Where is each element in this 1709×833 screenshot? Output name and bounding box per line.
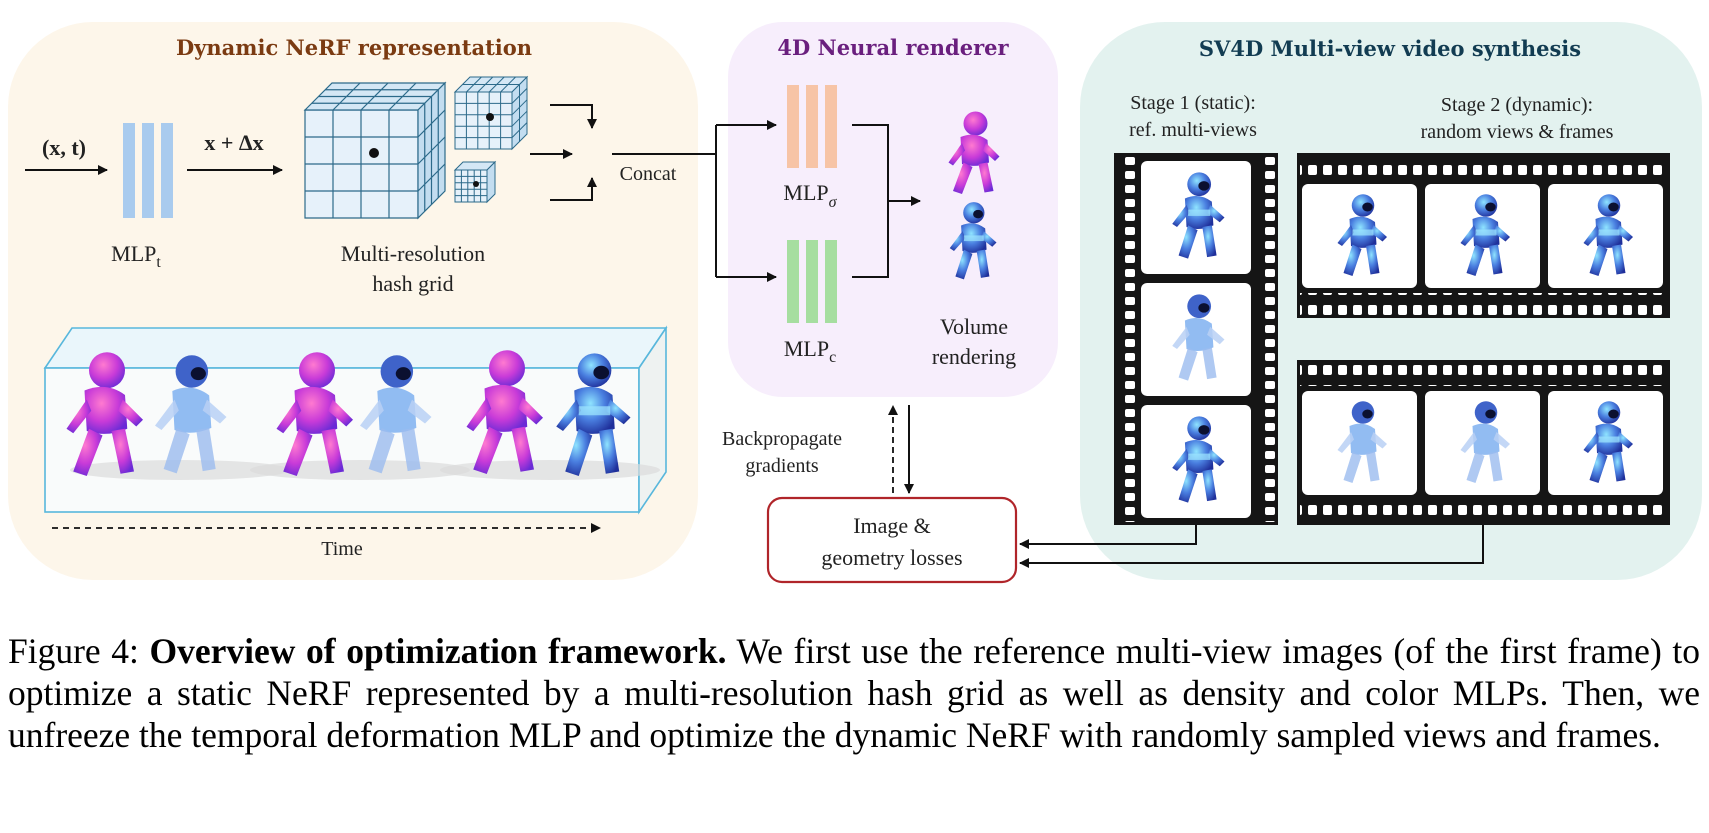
stage1-to-loss-arrow — [1019, 525, 1197, 549]
framework-diagram: Dynamic NeRF representation 4D Neural re… — [8, 22, 1702, 584]
concat-label: Concat — [620, 163, 677, 185]
backprop-label-1: Backpropagate — [722, 428, 842, 450]
losses-label-1: Image & — [853, 513, 931, 538]
stage2-film-strip-bottom — [1297, 360, 1670, 525]
mlp-c-label: MLPc — [784, 336, 836, 366]
losses-box — [766, 496, 1018, 584]
hash-grid-label-1: Multi-resolution — [341, 241, 485, 266]
mlp-c-bars — [787, 240, 837, 323]
stage2-film-strip-top — [1297, 153, 1670, 318]
caption-bold: Overview of optimization framework. — [149, 631, 727, 671]
mlp-t-label: MLPt — [111, 241, 161, 271]
renderer-title: 4D Neural renderer — [777, 35, 1009, 60]
backprop-label-2: gradients — [745, 455, 819, 477]
grid-arrow-top — [550, 104, 597, 129]
stage1-film-strip — [1114, 153, 1278, 525]
mlp-t-bars — [123, 123, 173, 218]
renderer-panel — [728, 22, 1058, 397]
mlp-sigma-label: MLPσ — [783, 180, 837, 211]
volume-label-2: rendering — [932, 344, 1016, 369]
stage2-label-1: Stage 2 (dynamic): — [1441, 94, 1593, 116]
hash-grid-medium — [453, 75, 529, 151]
sv4d-title: SV4D Multi-view video synthesis — [1199, 36, 1581, 61]
offset-label: x + Δx — [204, 130, 263, 155]
stage2-to-loss-arrow — [1019, 525, 1484, 568]
nerf-title: Dynamic NeRF representation — [176, 35, 532, 60]
time-label: Time — [321, 538, 363, 560]
input-label: (x, t) — [42, 135, 86, 160]
stage1-label-2: ref. multi-views — [1129, 119, 1257, 141]
volume-label-1: Volume — [940, 314, 1008, 339]
caption-text: We first use the reference multi-view im… — [8, 631, 1700, 755]
stage1-label-1: Stage 1 (static): — [1130, 92, 1256, 114]
hash-grid-small — [453, 160, 497, 204]
grid-arrow-bottom — [550, 177, 597, 201]
figure-caption: Figure 4: Overview of optimization frame… — [8, 630, 1700, 756]
stage2-label-2: random views & frames — [1421, 121, 1614, 143]
losses-label-2: geometry losses — [821, 545, 962, 570]
hash-grid-large — [303, 81, 447, 220]
mlp-sigma-bars — [787, 85, 837, 168]
caption-prefix: Figure 4: — [8, 631, 150, 671]
time-volume — [43, 325, 668, 515]
hash-grid-label-2: hash grid — [372, 271, 453, 296]
